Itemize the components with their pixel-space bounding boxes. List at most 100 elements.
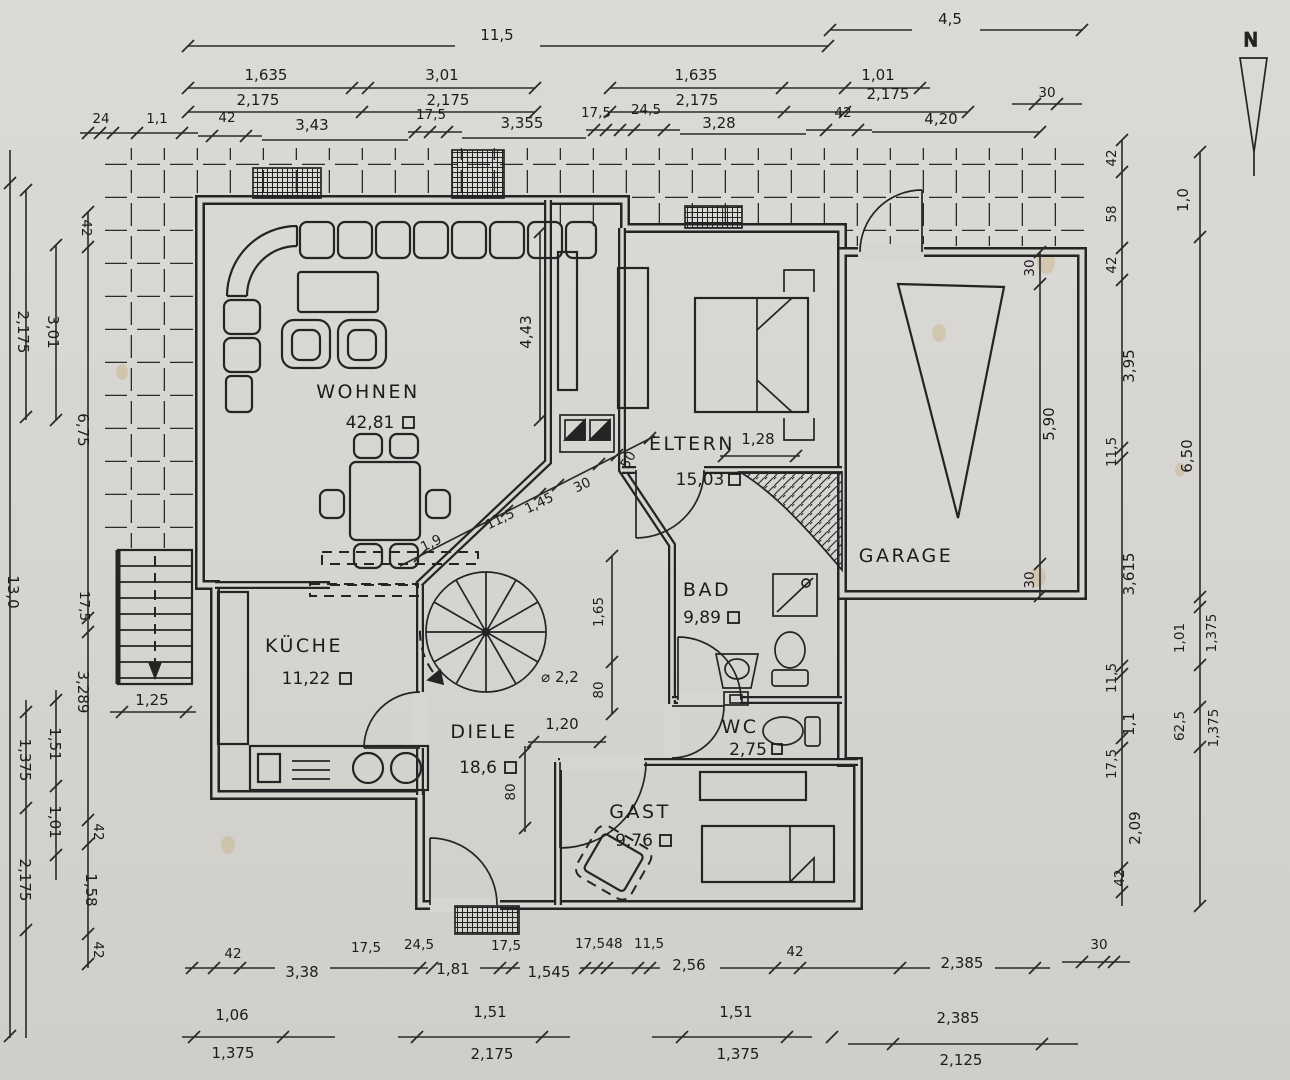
- dim: 1,81: [436, 960, 469, 978]
- dim: 17,5: [416, 107, 446, 123]
- dim: 3,28: [702, 114, 735, 132]
- room-label-bad: BAD: [683, 579, 731, 601]
- dim: 42: [834, 105, 851, 121]
- room-label-diele: DIELE: [450, 721, 517, 743]
- doors: [363, 189, 923, 906]
- eltern-furniture: [616, 266, 815, 441]
- dim: 17,5: [1104, 749, 1120, 779]
- dim: 1,375: [16, 739, 34, 782]
- room-area-kueche: 11,22: [282, 669, 331, 689]
- dim: 6,50: [1178, 439, 1196, 472]
- dim: 42: [218, 110, 235, 126]
- dim: 3,01: [425, 66, 458, 84]
- dim: 2,175: [427, 91, 470, 109]
- wardrobe: [616, 266, 650, 410]
- walls: [195, 195, 1087, 910]
- dim: 42: [78, 219, 94, 236]
- doormat: [454, 905, 520, 935]
- double-bed: [693, 296, 810, 414]
- guest-bed: [700, 824, 836, 884]
- window-wohnen-right: [451, 149, 505, 199]
- upper-cabinets: [309, 583, 419, 597]
- shower: [772, 573, 818, 617]
- dimension-labels: 11,5 4,5 1,635 3,01 1,635 1,01 2,175 2,1…: [4, 10, 1222, 1069]
- room-area-wohnen: 42,81: [346, 413, 395, 433]
- dim: 1,1: [1120, 712, 1138, 736]
- dim: 42: [786, 944, 803, 960]
- wc-fixtures: [723, 691, 821, 747]
- room-area-eltern: 15,03: [676, 470, 725, 490]
- dim: 30: [1022, 259, 1038, 276]
- sink-basin: [351, 751, 385, 785]
- dim: 3,38: [285, 963, 318, 981]
- exterior-stair: [115, 548, 194, 686]
- dim: 17,5: [491, 938, 521, 954]
- dim: 17,5: [575, 936, 605, 952]
- dim: 1,51: [719, 1003, 752, 1021]
- dim: 2,175: [237, 91, 280, 109]
- dim: 42: [1112, 869, 1128, 886]
- dim: 2,175: [16, 859, 34, 902]
- dim: 42: [224, 946, 241, 962]
- eltern-door: [635, 469, 705, 539]
- paper-stains: [116, 250, 1185, 854]
- wc-toilet: [762, 716, 804, 746]
- gast-door: [559, 761, 647, 849]
- dim: 1,375: [212, 1044, 255, 1062]
- dim: 24,5: [631, 102, 661, 118]
- dim: 1,65: [591, 597, 607, 627]
- room-area-bad: 9,89: [683, 608, 721, 628]
- stair-direction-arrow: [148, 662, 162, 680]
- dim: 2,175: [867, 85, 910, 103]
- dim: 48: [605, 936, 622, 952]
- dim: 1,20: [545, 715, 578, 733]
- dim: 24: [92, 111, 109, 127]
- dim: 1,375: [1204, 614, 1220, 653]
- dim: 58: [1104, 205, 1120, 222]
- kitchen-counter-bottom: [248, 744, 430, 792]
- chimney: [559, 414, 615, 453]
- room-label-kueche: KÜCHE: [265, 634, 343, 657]
- dim: 1,01: [861, 66, 894, 84]
- dim: 1,01: [1172, 623, 1188, 653]
- dim: 3,01: [44, 315, 62, 348]
- dim: 5,90: [1040, 407, 1058, 440]
- wohnen-furniture: [222, 220, 598, 570]
- dim: 42: [90, 823, 106, 840]
- dim: 11,5: [480, 26, 513, 44]
- garage-marking-triangle: [896, 282, 1006, 519]
- dim: 11,5: [1104, 663, 1120, 693]
- dim: 1,0: [1174, 188, 1192, 212]
- room-label-garage: GARAGE: [859, 545, 954, 567]
- nightstands: [783, 269, 815, 441]
- dim: 42: [1104, 149, 1120, 166]
- dim: 11,5: [1104, 437, 1120, 467]
- wc-door: [671, 705, 725, 759]
- room-area-gast: 9,76: [615, 831, 653, 851]
- bad-fixtures: [714, 471, 843, 689]
- room-labels: WOHNEN 42,81 KÜCHE 11,22 DIELE 18,6 GAST…: [265, 381, 954, 851]
- dim: 2,125: [940, 1051, 983, 1069]
- dim: 2,09: [1126, 811, 1144, 844]
- hall-closet: [556, 250, 579, 392]
- dim: ⌀ 2,2: [541, 668, 579, 686]
- dim: 80: [591, 681, 607, 698]
- dim: 1,28: [741, 430, 774, 448]
- spiral-stair-arrow: [426, 668, 445, 686]
- dim: 17,5: [351, 940, 381, 956]
- dim: 3,615: [1120, 553, 1138, 596]
- room-label-eltern: ELTERN: [649, 433, 735, 455]
- dim: 1,06: [215, 1006, 248, 1024]
- dim: 3,43: [295, 116, 328, 134]
- dim: 1,58: [82, 873, 100, 906]
- dim: 62,5: [1172, 711, 1188, 741]
- dim: 1,25: [135, 691, 168, 709]
- windows: [252, 149, 743, 935]
- dim: 1,51: [46, 727, 64, 760]
- dim: 1,545: [528, 963, 571, 981]
- entry-door: [859, 189, 923, 253]
- dim: 2,175: [676, 91, 719, 109]
- dim: 4,20: [924, 110, 957, 128]
- kueche-furniture: [216, 551, 479, 792]
